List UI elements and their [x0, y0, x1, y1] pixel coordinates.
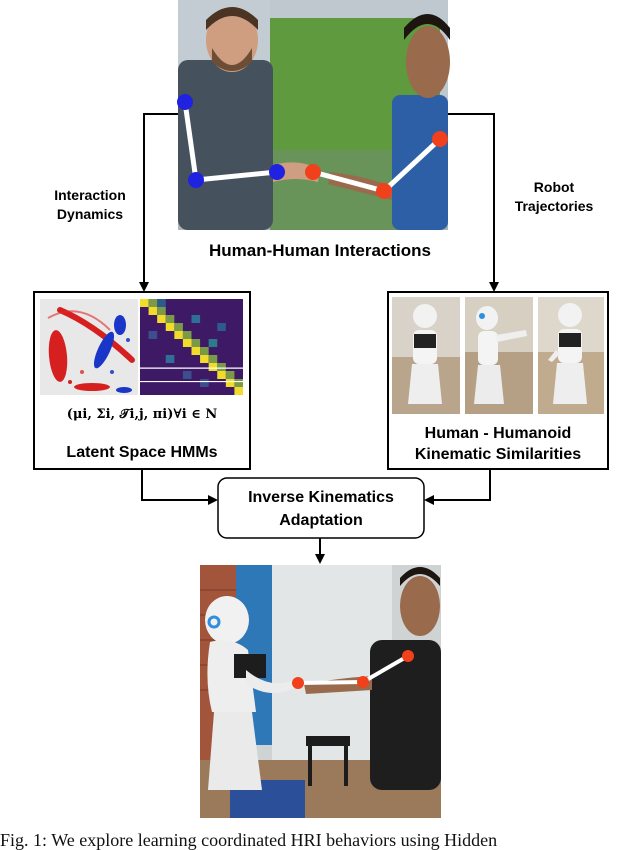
- human-wrist-joint: [269, 164, 285, 180]
- hri-elbow-joint: [357, 676, 369, 688]
- heatmap-diagonal-cell: [191, 347, 201, 355]
- right-box-title-line2: Kinematic Similarities: [415, 446, 581, 463]
- robot-target-arm-skeleton: [305, 131, 448, 199]
- partner-elbow-joint: [376, 183, 392, 199]
- heatmap-cell: [157, 299, 166, 307]
- figure-caption: Fig. 1: We explore learning coordinated …: [0, 830, 498, 850]
- arrow-to-latent-hmm: [139, 113, 178, 292]
- top-photo-title: Human-Human Interactions: [209, 241, 431, 260]
- heatmap-cell: [200, 379, 209, 387]
- heatmap-diagonal-cell: [200, 355, 209, 363]
- heatmap-cell: [165, 315, 175, 323]
- heatmap-diagonal-cell: [182, 339, 192, 347]
- human-human-photo: [177, 0, 450, 230]
- heatmap-diagonal-cell: [217, 371, 226, 379]
- left-edge-label-line2: Dynamics: [57, 206, 123, 222]
- heatmap-cell: [182, 331, 192, 339]
- right-box-title-line1: Human - Humanoid: [425, 425, 572, 442]
- heatmap-cell: [200, 347, 209, 355]
- heatmap-diagonal-cell: [174, 331, 183, 339]
- heatmap-cell: [225, 371, 235, 379]
- hmm-parameter-formula: (μi, Σi, 𝒯i,j, πi)∀i ∈ N: [67, 407, 218, 422]
- heatmap-diagonal-cell: [225, 379, 235, 387]
- inverse-kinematics-box: Inverse Kinematics Adaptation: [217, 477, 425, 539]
- heatmap-cell: [234, 379, 243, 387]
- heatmap-cell: [148, 331, 158, 339]
- heatmap-cell: [191, 315, 201, 323]
- heatmap-cell: [217, 323, 226, 331]
- heatmap-cell: [148, 299, 158, 307]
- latent-scatter-plot: [40, 299, 138, 395]
- arrow-hmm-to-ik: [141, 469, 218, 505]
- kinematic-similarities-box: Human - Humanoid Kinematic Similarities: [387, 291, 609, 470]
- heatmap-cell: [157, 307, 166, 315]
- heatmap-diagonal-cell: [165, 323, 175, 331]
- heatmap-cell: [165, 355, 175, 363]
- heatmap-cell: [174, 323, 183, 331]
- partner-shoulder-joint: [432, 131, 448, 147]
- heatmap-diagonal-cell: [140, 299, 149, 307]
- heatmap-cell: [182, 371, 192, 379]
- center-box-line1: Inverse Kinematics: [248, 489, 394, 506]
- heatmap-diagonal-cell: [208, 363, 218, 371]
- robot-pose-photo-2: [465, 297, 533, 414]
- human-elbow-joint: [188, 172, 204, 188]
- right-edge-label-line1: Robot: [534, 179, 575, 195]
- hri-wrist-joint: [292, 677, 304, 689]
- human-shoulder-joint: [177, 94, 193, 110]
- robot-pose-photo-3: [538, 297, 604, 414]
- right-edge-label-line2: Trajectories: [515, 198, 594, 214]
- partner-wrist-joint: [305, 164, 321, 180]
- hri-shoulder-joint: [402, 650, 414, 662]
- heatmap-cell: [208, 339, 218, 347]
- heatmap-cell: [191, 339, 201, 347]
- heatmap-cell: [217, 363, 226, 371]
- heatmap-diagonal-cell: [234, 387, 243, 395]
- left-box-title: Latent Space HMMs: [66, 444, 217, 461]
- robot-pose-photo-1: [392, 297, 460, 414]
- transition-heatmap: [140, 299, 243, 395]
- latent-space-hmm-box: (μi, Σi, 𝒯i,j, πi)∀i ∈ N Latent Space HM…: [33, 291, 251, 470]
- human-arm-skeleton: [177, 94, 285, 188]
- heatmap-diagonal-cell: [157, 315, 166, 323]
- left-edge-label-line1: Interaction: [54, 187, 126, 203]
- heatmap-diagonal-cell: [148, 307, 158, 315]
- arrow-similarities-to-ik: [424, 469, 491, 505]
- arrow-to-kinematic-similarities: [448, 113, 499, 292]
- center-box-line2: Adaptation: [279, 512, 363, 529]
- pepper-robot: [205, 596, 294, 790]
- human-robot-photo: [200, 565, 441, 818]
- hri-arm-skeleton: [292, 650, 414, 689]
- heatmap-cell: [208, 355, 218, 363]
